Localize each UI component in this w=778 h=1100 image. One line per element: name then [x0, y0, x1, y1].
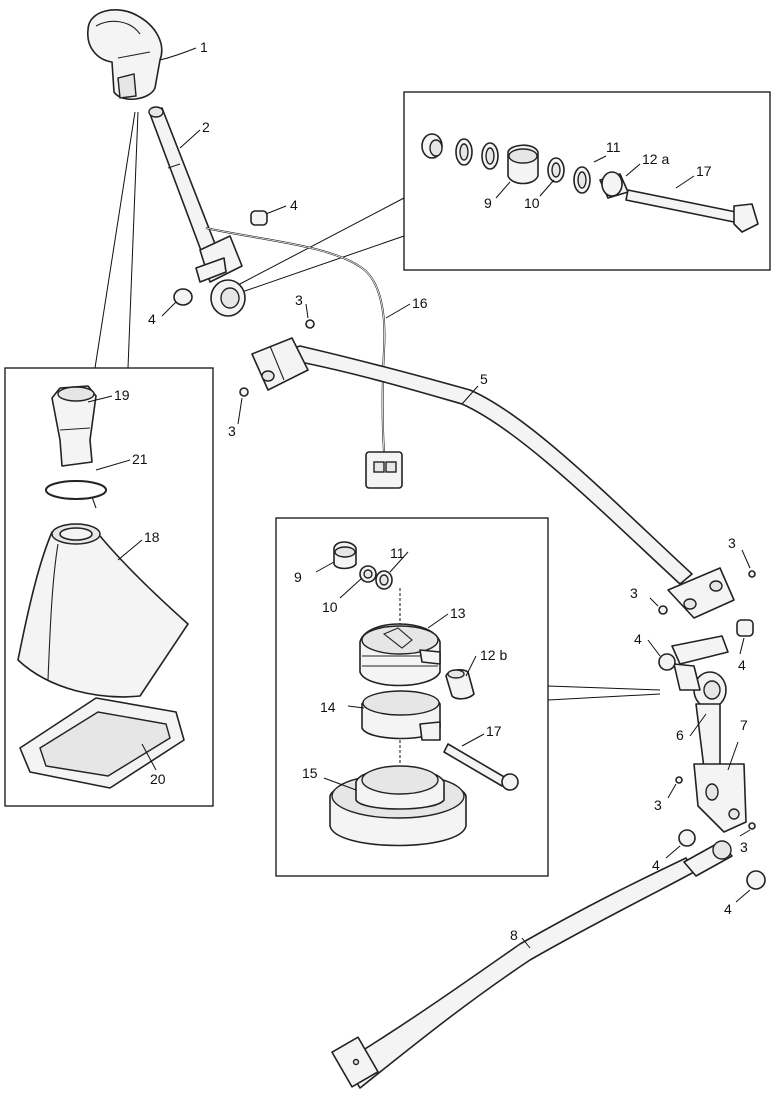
bushing-part	[736, 619, 754, 637]
pivot-bracket	[671, 635, 729, 785]
knob-adapter	[51, 385, 97, 467]
callout-13: 13	[450, 605, 466, 621]
callout-6: 6	[676, 727, 684, 743]
callout-4: 4	[738, 657, 746, 673]
callout-11: 11	[606, 139, 621, 155]
callout-20: 20	[150, 771, 166, 787]
callout-3: 3	[740, 839, 748, 855]
callout-2: 2	[202, 119, 210, 135]
callout-10: 10	[322, 599, 338, 615]
bushing-part	[678, 829, 696, 847]
bushing-part	[658, 653, 676, 671]
screw-part	[748, 822, 756, 830]
callout-12a: 12 a	[642, 151, 669, 167]
callout-10: 10	[524, 195, 540, 211]
shift-lever	[148, 106, 246, 317]
bracket-plate	[693, 763, 747, 833]
callout-5: 5	[480, 371, 488, 387]
callout-3: 3	[228, 423, 236, 439]
callout-4: 4	[148, 311, 156, 327]
callout-21: 21	[132, 451, 148, 467]
callout-19: 19	[114, 387, 130, 403]
bushing-part	[250, 210, 268, 226]
callout-3: 3	[295, 292, 303, 308]
screw-part	[658, 605, 668, 615]
inset-lead-lines	[94, 111, 661, 701]
snap-ring	[45, 480, 107, 509]
screw-part	[239, 387, 249, 397]
callout-4: 4	[652, 857, 660, 873]
callout-8: 8	[510, 927, 518, 943]
screw-part	[748, 570, 756, 578]
callout-11: 11	[390, 545, 405, 561]
callout-7: 7	[740, 717, 748, 733]
shift-boot	[17, 523, 189, 698]
callout-leaders	[87, 47, 751, 949]
lower-rod	[331, 840, 733, 1089]
callout-17: 17	[696, 163, 712, 179]
callout-14: 14	[320, 699, 336, 715]
callout-17: 17	[486, 723, 502, 739]
callout-4: 4	[724, 901, 732, 917]
callout-12b: 12 b	[480, 647, 507, 663]
screw-part	[675, 776, 683, 784]
bushing-part	[173, 288, 193, 306]
callout-4: 4	[634, 631, 642, 647]
callout-labels: 1 2 4 4 3 3 16 5 11 12 a 17 9 10 19 21 1…	[114, 39, 748, 943]
bushing-part	[746, 870, 766, 890]
callout-4: 4	[290, 197, 298, 213]
callout-18: 18	[144, 529, 160, 545]
bushing-stack-top	[421, 133, 759, 233]
callout-9: 9	[294, 569, 302, 585]
callout-3: 3	[728, 535, 736, 551]
shift-rod	[251, 337, 735, 619]
boot-trim-frame	[19, 697, 185, 789]
shift-knob	[87, 9, 163, 100]
callout-3: 3	[654, 797, 662, 813]
callout-9: 9	[484, 195, 492, 211]
pivot-stack	[329, 541, 519, 847]
callout-3: 3	[630, 585, 638, 601]
callout-16: 16	[412, 295, 428, 311]
callout-1: 1	[200, 39, 208, 55]
shift-cable	[205, 227, 403, 489]
screw-part	[305, 319, 315, 329]
callout-15: 15	[302, 765, 318, 781]
